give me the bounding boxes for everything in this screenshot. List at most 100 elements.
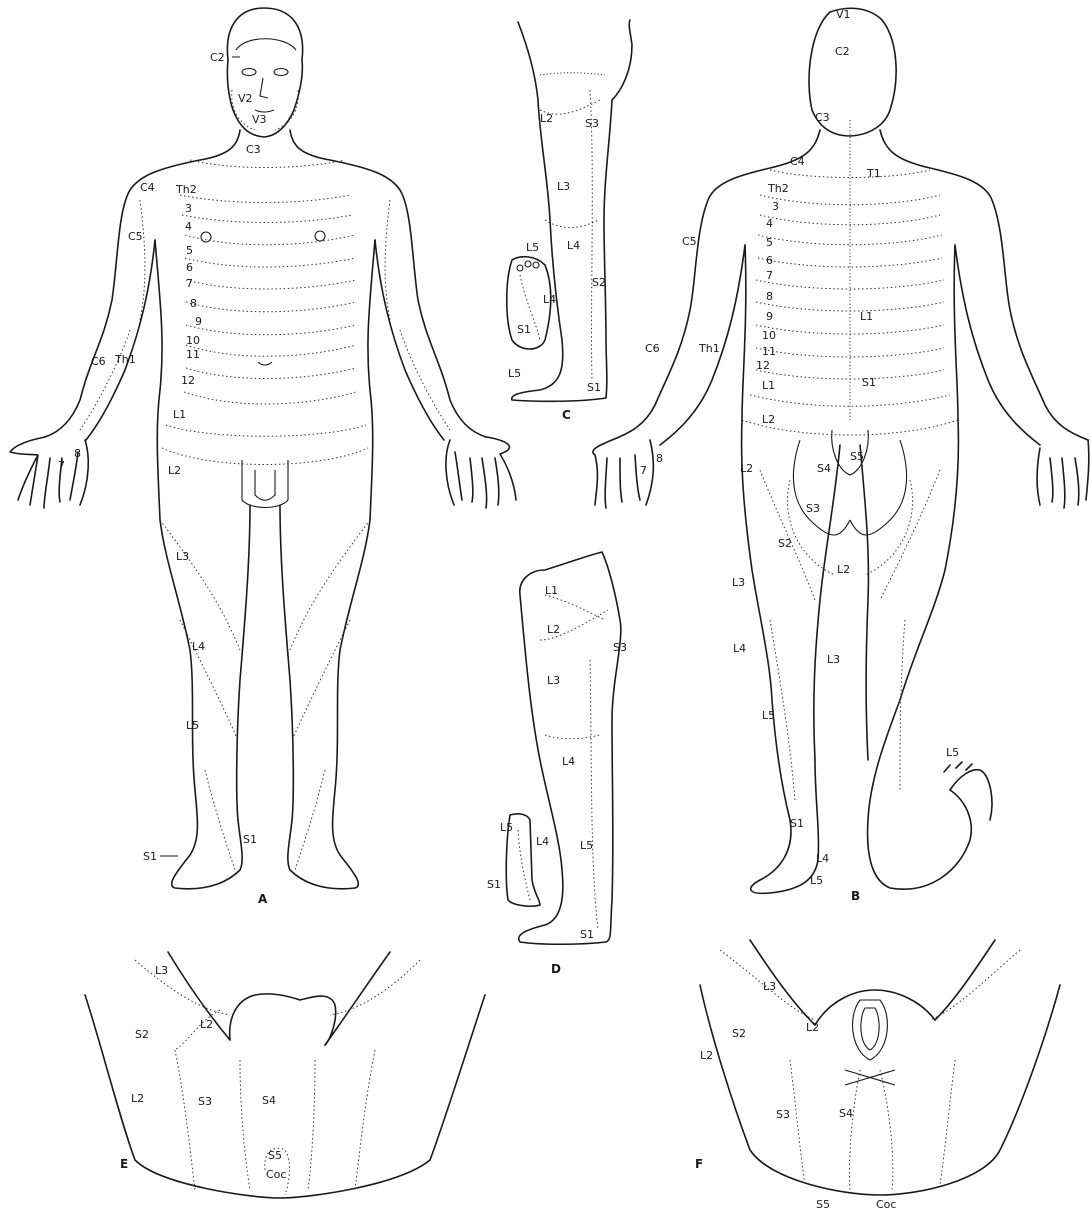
- label-back-l5: L5: [762, 709, 775, 722]
- perineum-e-labels: L3 L2 S2 L2 S3 S4 S5 Coc: [131, 964, 286, 1181]
- label-c-s1-heel: S1: [587, 381, 601, 394]
- label-c-l5-foot: L5: [526, 241, 539, 254]
- label-e-l2-top: L2: [200, 1018, 213, 1031]
- label-back-11: 11: [762, 345, 776, 358]
- label-3: 3: [185, 202, 192, 215]
- label-back-l2-leg: L2: [837, 563, 850, 576]
- label-v2: V2: [238, 92, 253, 105]
- label-hand-7: 7: [58, 459, 65, 472]
- label-f-coc: Coc: [876, 1198, 896, 1211]
- label-s1-right: S1: [243, 833, 257, 846]
- lateral-d-labels: L1 L2 S3 L3 L4 L5 L4 L5 S1 S1: [487, 584, 627, 941]
- label-d-l3: L3: [547, 674, 560, 687]
- label-back-s3: S3: [806, 502, 820, 515]
- label-6: 6: [186, 261, 193, 274]
- label-back-10: 10: [762, 329, 776, 342]
- label-c-l4: L4: [567, 239, 580, 252]
- label-back-12: 12: [756, 359, 770, 372]
- label-f-l2: L2: [700, 1049, 713, 1062]
- label-back-s5: S5: [850, 450, 864, 463]
- perineum-f-labels: L3 L2 S2 L2 S3 S4 S5 Coc: [700, 980, 896, 1211]
- label-d-s1-heel: S1: [580, 928, 594, 941]
- label-back-8: 8: [766, 290, 773, 303]
- figure-letter-f: F: [695, 1157, 703, 1171]
- label-5: 5: [186, 244, 193, 257]
- front-body-view: [10, 8, 516, 889]
- figure-letter-a: A: [258, 892, 268, 906]
- label-c-l3: L3: [557, 180, 570, 193]
- label-d-l4-foot: L4: [536, 835, 549, 848]
- label-c-s1-foot: S1: [517, 323, 531, 336]
- lateral-leg-c: [507, 20, 632, 401]
- label-d-l4: L4: [562, 755, 575, 768]
- label-back-5: 5: [766, 236, 773, 249]
- label-back-s1-heel: S1: [790, 817, 804, 830]
- label-l1: L1: [173, 408, 186, 421]
- label-l4: L4: [192, 640, 205, 653]
- label-l2: L2: [168, 464, 181, 477]
- label-f-l3: L3: [763, 980, 776, 993]
- label-back-c5: C5: [682, 235, 697, 248]
- label-8: 8: [190, 297, 197, 310]
- label-e-l2: L2: [131, 1092, 144, 1105]
- label-v3: V3: [252, 113, 267, 126]
- label-f-s4: S4: [839, 1107, 853, 1120]
- figure-letter-b: B: [851, 889, 860, 903]
- perineum-view-f: [700, 940, 1060, 1195]
- label-11: 11: [186, 348, 200, 361]
- label-back-l1-lumbar: L1: [762, 379, 775, 392]
- label-back-t1: T1: [866, 167, 881, 180]
- figure-letter-e: E: [120, 1157, 128, 1171]
- label-hand-8: 8: [74, 447, 81, 460]
- figure-letters: A B C D E F: [120, 408, 860, 1171]
- label-back-s1-spine: S1: [862, 376, 876, 389]
- label-d-l1: L1: [545, 584, 558, 597]
- label-c-l2: L2: [540, 112, 553, 125]
- label-back-6: 6: [766, 254, 773, 267]
- label-back-l3: L3: [732, 576, 745, 589]
- label-7: 7: [186, 277, 193, 290]
- label-th2: Th2: [175, 183, 197, 196]
- label-back-l2-a: L2: [762, 413, 775, 426]
- label-d-s3: S3: [613, 641, 627, 654]
- label-c5: C5: [128, 230, 143, 243]
- label-e-s2: S2: [135, 1028, 149, 1041]
- label-back-c6: C6: [645, 342, 660, 355]
- label-back-l4: L4: [733, 642, 746, 655]
- label-back-9: 9: [766, 310, 773, 323]
- label-back-4: 4: [766, 217, 773, 230]
- label-l3: L3: [176, 550, 189, 563]
- label-back-c3: C3: [815, 111, 830, 124]
- figure-letter-d: D: [551, 962, 561, 976]
- label-d-l5-foot: L5: [500, 821, 513, 834]
- label-back-c4: C4: [790, 155, 805, 168]
- label-f-l2-top: L2: [806, 1021, 819, 1034]
- lateral-leg-d: [506, 552, 621, 944]
- label-back-hand-7: 7: [640, 464, 647, 477]
- label-e-s3: S3: [198, 1095, 212, 1108]
- lateral-c-labels: L2 S3 L3 L4 L5 S2 L4 S1 L5 S1: [508, 112, 606, 394]
- label-back-s2: S2: [778, 537, 792, 550]
- label-back-v1: V1: [836, 8, 851, 21]
- label-back-3: 3: [772, 200, 779, 213]
- label-c-l4-foot: L4: [543, 293, 556, 306]
- label-4: 4: [185, 220, 192, 233]
- label-f-s3: S3: [776, 1108, 790, 1121]
- back-labels: V1 C2 C3 C4 T1 Th2 3 4 5 C5 6 7 8 9 L1 1…: [640, 8, 959, 887]
- label-c6: C6: [91, 355, 106, 368]
- label-back-l3-leg: L3: [827, 653, 840, 666]
- label-s1-left: S1: [143, 850, 157, 863]
- label-l5: L5: [186, 719, 199, 732]
- label-c-s2: S2: [592, 276, 606, 289]
- label-e-s5: S5: [268, 1149, 282, 1162]
- label-c3: C3: [246, 143, 261, 156]
- label-e-l3: L3: [155, 964, 168, 977]
- label-c4: C4: [140, 181, 155, 194]
- back-body-view: [593, 8, 1089, 893]
- label-th1: Th1: [114, 353, 136, 366]
- label-back-th2: Th2: [767, 182, 789, 195]
- label-back-l5-foot: L5: [810, 874, 823, 887]
- label-d-l2: L2: [547, 623, 560, 636]
- label-9: 9: [195, 315, 202, 328]
